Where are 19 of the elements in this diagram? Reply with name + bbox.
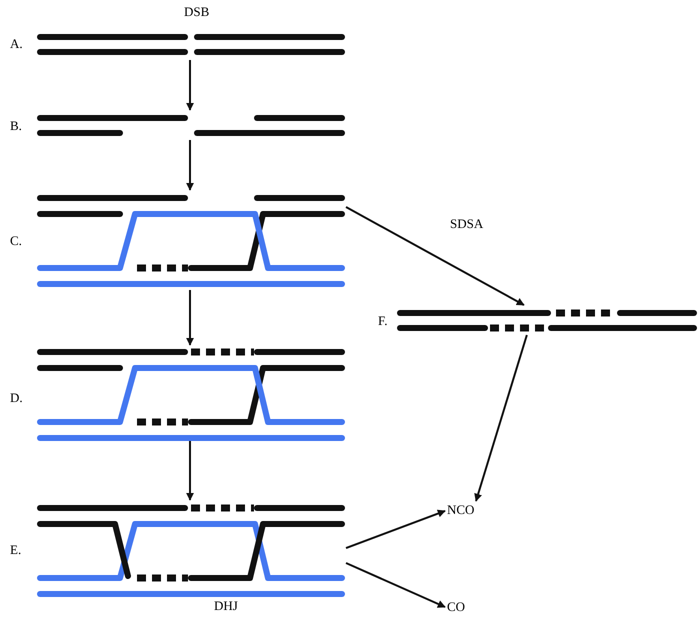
stage-letter: E. — [10, 542, 22, 557]
edge-label: SDSA — [448, 216, 486, 231]
arrow — [346, 206, 525, 306]
stage-letter: A. — [10, 36, 23, 51]
outcome-label: CO — [447, 599, 466, 614]
arrow — [186, 440, 194, 501]
arrow — [474, 334, 528, 502]
stage-letter: B. — [10, 118, 22, 133]
stage-caption: DSB — [184, 4, 210, 19]
stage-letter: C. — [10, 233, 22, 248]
outcome-label: NCO — [447, 502, 474, 517]
stage-letter: D. — [10, 390, 23, 405]
arrow — [186, 140, 194, 191]
arrow — [346, 510, 446, 549]
arrow — [346, 562, 446, 608]
stage-caption: DHJ — [214, 598, 238, 613]
arrow — [186, 60, 194, 111]
arrow — [186, 290, 194, 346]
stage-letter: F. — [378, 313, 388, 328]
